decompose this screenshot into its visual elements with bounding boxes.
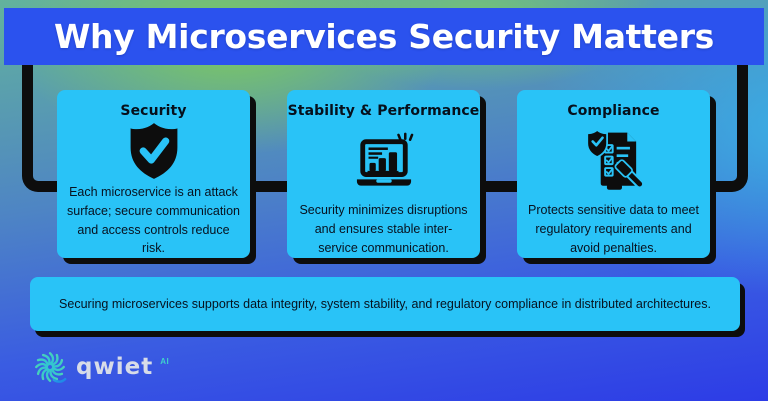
card-title: Compliance — [567, 103, 660, 119]
shield-check-icon — [127, 119, 181, 183]
summary-text: Securing microservices supports data int… — [59, 296, 711, 311]
laptop-analytics-icon — [351, 121, 417, 201]
qwiet-spiral-logo-icon — [31, 348, 69, 386]
brand-name: qwiet — [76, 353, 154, 380]
card-compliance: Compliance — [517, 90, 710, 258]
compliance-checklist-gavel-icon — [583, 121, 645, 201]
summary-banner: Securing microservices supports data int… — [30, 277, 740, 331]
card-row: Security Each microservice is an attack … — [57, 90, 710, 258]
brand-logo: qwiet AI — [31, 348, 169, 386]
card-description: Each microservice is an attack surface; … — [67, 185, 240, 256]
card-title: Stability & Performance — [287, 103, 480, 119]
card-description: Protects sensitive data to meet regulato… — [528, 203, 699, 255]
card-description: Security minimizes disruptions and ensur… — [299, 203, 468, 255]
card-stability-performance: Stability & Performance — [287, 90, 480, 258]
header-banner: Why Microservices Security Matters — [4, 8, 764, 65]
card-security: Security Each microservice is an attack … — [57, 90, 250, 258]
brand-suffix: AI — [160, 357, 170, 366]
card-title: Security — [120, 103, 187, 119]
page-title: Why Microservices Security Matters — [53, 17, 715, 56]
